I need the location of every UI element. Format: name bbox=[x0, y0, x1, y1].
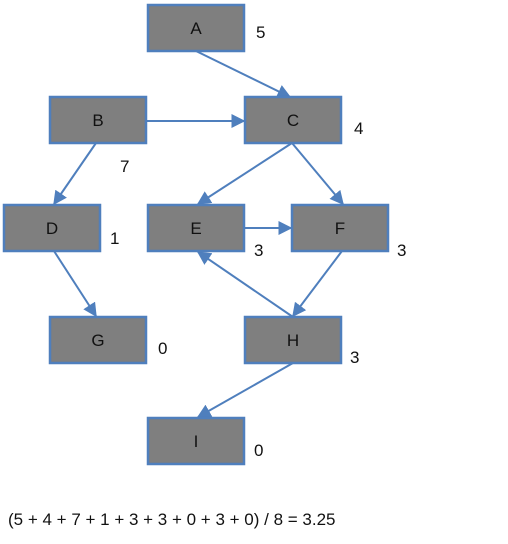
node-box-d bbox=[2, 203, 102, 253]
node-box-e bbox=[146, 203, 246, 253]
average-formula: (5 + 4 + 7 + 1 + 3 + 3 + 0 + 3 + 0) / 8 … bbox=[8, 510, 336, 529]
node-value-g: 0 bbox=[158, 339, 167, 358]
node-box-g bbox=[48, 315, 148, 365]
edge-c-to-f bbox=[291, 142, 344, 206]
node-value-f: 3 bbox=[397, 241, 406, 260]
node-box-h bbox=[243, 315, 343, 365]
edge-h-to-i bbox=[196, 362, 294, 418]
node-b: B7 bbox=[48, 95, 148, 176]
node-value-h: 3 bbox=[350, 348, 359, 367]
node-box-b bbox=[48, 95, 148, 145]
edge-c-to-e bbox=[196, 142, 293, 205]
node-label-f: F bbox=[335, 219, 345, 238]
edge-a-to-c bbox=[195, 50, 292, 98]
node-value-d: 1 bbox=[110, 229, 119, 248]
node-value-c: 4 bbox=[354, 119, 363, 138]
node-e: E3 bbox=[146, 203, 263, 260]
node-label-d: D bbox=[46, 219, 58, 238]
node-h: H3 bbox=[243, 315, 359, 367]
node-d: D1 bbox=[2, 203, 119, 253]
node-label-g: G bbox=[91, 331, 104, 350]
node-label-c: C bbox=[287, 111, 299, 130]
edge-d-to-g bbox=[53, 250, 97, 318]
node-box-i bbox=[146, 416, 246, 466]
node-value-a: 5 bbox=[256, 23, 265, 42]
edge-b-to-d bbox=[53, 142, 97, 206]
node-label-b: B bbox=[92, 111, 103, 130]
node-label-e: E bbox=[190, 219, 201, 238]
node-value-e: 3 bbox=[254, 241, 263, 260]
node-box-a bbox=[146, 3, 246, 53]
node-value-b: 7 bbox=[120, 157, 129, 176]
node-label-a: A bbox=[190, 19, 202, 38]
edge-h-to-e bbox=[196, 251, 294, 318]
node-box-f bbox=[290, 203, 390, 253]
edge-f-to-h bbox=[292, 250, 343, 318]
node-value-i: 0 bbox=[254, 441, 263, 460]
node-f: F3 bbox=[290, 203, 406, 260]
node-box-c bbox=[243, 95, 343, 145]
node-label-h: H bbox=[287, 331, 299, 350]
node-label-i: I bbox=[194, 432, 199, 451]
